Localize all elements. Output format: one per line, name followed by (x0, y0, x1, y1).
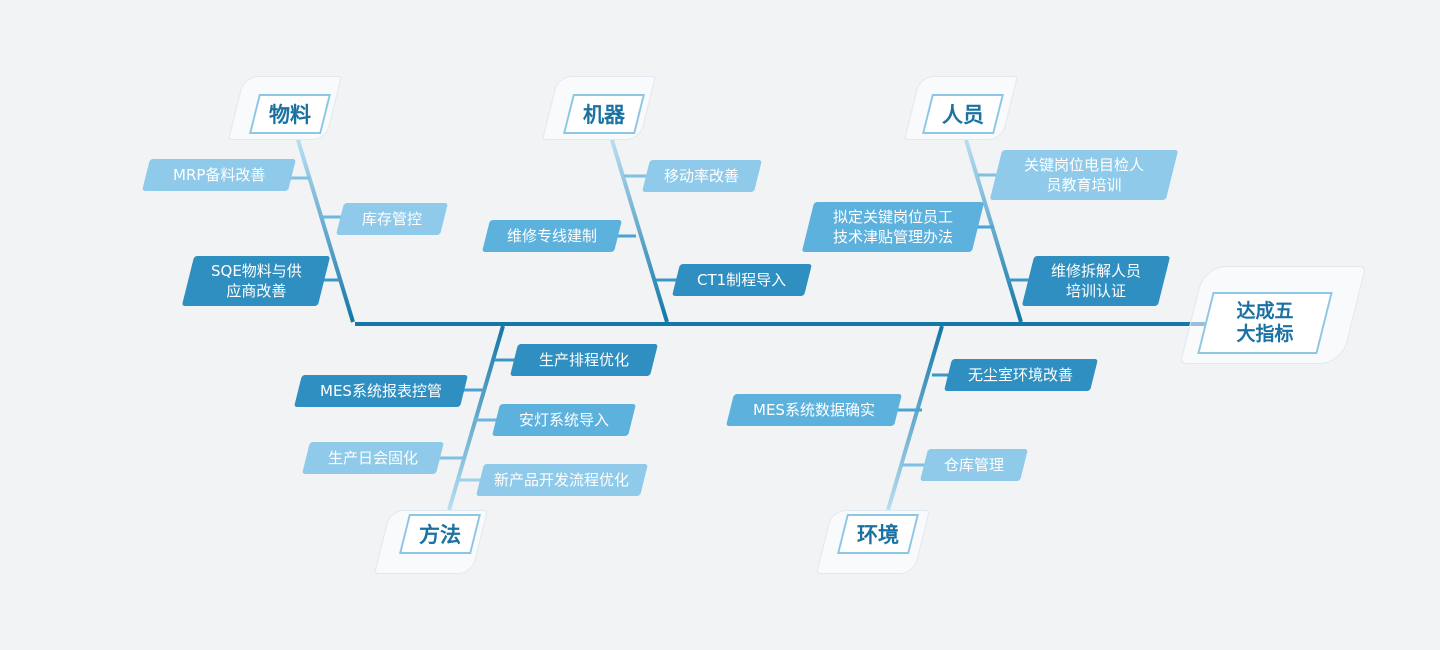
cause-label: 生产日会固化 (302, 442, 444, 474)
cause-line: 员教育培训 (1046, 176, 1122, 194)
cause-label: MES系统报表控管 (294, 375, 468, 407)
cause-label: 安灯系统导入 (492, 404, 636, 436)
goal-line-2: 大指标 (1236, 323, 1294, 345)
cause-line: 应商改善 (225, 282, 286, 300)
cause-label: 无尘室环境改善 (944, 359, 1098, 391)
cause-label: MRP备料改善 (142, 159, 296, 191)
cause-label: 拟定关键岗位员工技术津贴管理办法 (801, 202, 985, 252)
goal-line-1: 达成五 (1236, 300, 1294, 322)
cause-line: 技术津贴管理办法 (832, 228, 953, 246)
category-machine: 机器 (563, 94, 645, 134)
cause-label: 新产品开发流程优化 (476, 464, 648, 496)
category-environment: 环境 (837, 514, 919, 554)
cause-line: 关键岗位电目检人 (1023, 156, 1144, 174)
cause-label: 维修拆解人员培训认证 (1021, 256, 1171, 306)
cause-label: 仓库管理 (920, 449, 1028, 481)
bone-environment (886, 325, 944, 511)
goal-box: 达成五 大指标 (1197, 292, 1333, 354)
cause-label: 关键岗位电目检人员教育培训 (989, 150, 1179, 200)
cause-line: 培训认证 (1065, 282, 1126, 300)
bone-material (296, 139, 355, 323)
cause-label: SQE物料与供应商改善 (181, 256, 331, 306)
bone-machine (610, 139, 669, 323)
cause-line: SQE物料与供 (210, 262, 302, 280)
cause-label: MES系统数据确实 (726, 394, 902, 426)
category-material: 物料 (249, 94, 331, 134)
category-method: 方法 (399, 514, 481, 554)
bone-people (964, 139, 1023, 323)
category-people: 人员 (922, 94, 1004, 134)
cause-line: 维修拆解人员 (1050, 262, 1141, 280)
cause-label: 维修专线建制 (482, 220, 622, 252)
cause-label: CT1制程导入 (672, 264, 812, 296)
cause-line: 拟定关键岗位员工 (832, 208, 953, 226)
cause-label: 库存管控 (336, 203, 448, 235)
cause-label: 生产排程优化 (510, 344, 658, 376)
cause-label: 移动率改善 (642, 160, 762, 192)
